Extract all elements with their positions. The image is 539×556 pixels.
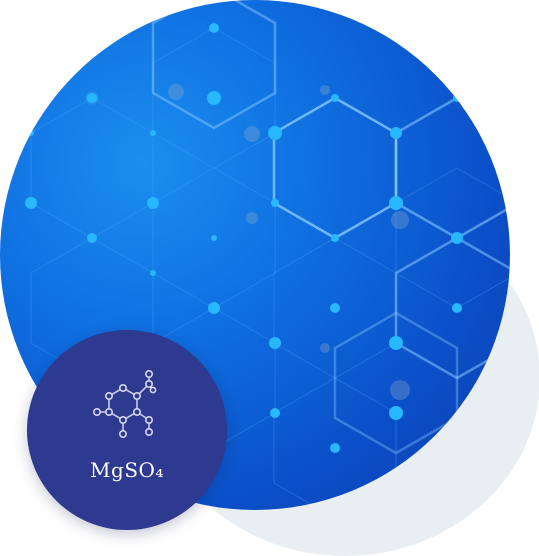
- molecule-icon: [93, 369, 157, 439]
- compound-formula: MgSO₄: [90, 458, 164, 482]
- compound-badge: MgSO₄: [27, 330, 227, 530]
- network-nodes: [25, 23, 463, 453]
- hexagon-network-graphic: [25, 0, 510, 510]
- bokeh-dots: [168, 84, 410, 400]
